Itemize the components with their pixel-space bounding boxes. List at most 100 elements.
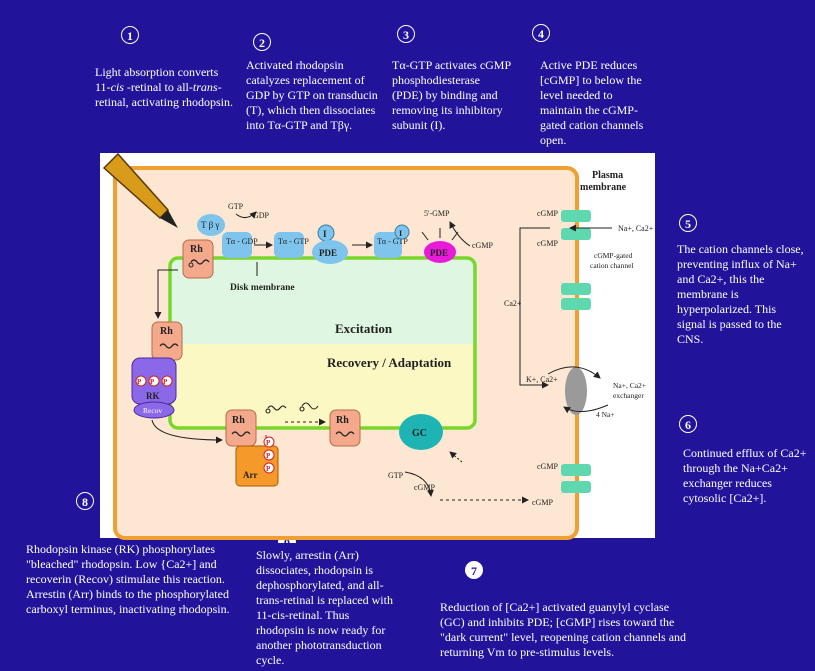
diagram-canvas	[100, 153, 655, 538]
na-ca-label-1: Na+, Ca2+	[618, 224, 654, 233]
step-1-caption: Light absorption converts 11-cis -retina…	[95, 65, 235, 110]
cgmp-channel-open-1	[561, 210, 591, 222]
cgmp-label-3: cGMP	[537, 239, 558, 248]
na-ca-label-2: Na+, Ca2+	[613, 381, 646, 390]
step-3-box	[380, 50, 515, 155]
cgmp-label-6: cGMP	[414, 483, 435, 492]
recov-label: Recov	[143, 406, 162, 415]
rh-recovered	[329, 409, 361, 447]
cgmp-gated-channel-label-2: cation channel	[590, 261, 634, 270]
gc-label: GC	[412, 428, 427, 439]
p-label-3: P	[163, 378, 168, 386]
pde-active	[424, 241, 456, 263]
t-beta-gamma-label: T β γ	[201, 220, 219, 230]
excitation-label: Excitation	[335, 321, 393, 336]
rh-label-3: Rh	[232, 415, 245, 426]
inhibitory-subunit-2	[394, 224, 410, 240]
step-6-caption: Continued efflux of Ca2+ through the Na+…	[683, 446, 807, 505]
exchanger-label: exchanger	[613, 391, 644, 400]
step-1-text-cis: cis	[110, 80, 124, 94]
step-number-3: 3	[397, 25, 415, 43]
cgmp-channel-reopened-1	[561, 464, 591, 476]
cgmp-label-2: cGMP	[537, 209, 558, 218]
rh-label-2: Rh	[160, 326, 173, 337]
p-label-4: P	[266, 439, 271, 447]
cgmp-channel-closed-2	[561, 298, 591, 310]
k-ca-label: K+, Ca2+	[526, 375, 558, 384]
t-alpha-gdp	[222, 232, 252, 258]
cgmp-label-5: cGMP	[532, 498, 553, 507]
inhibitory-subunit-1	[317, 224, 335, 242]
gdp-label-1: GDP	[253, 211, 270, 220]
disk-membrane-label: Disk membrane	[230, 283, 295, 293]
cgmp-label-1: cGMP	[472, 241, 493, 250]
step-number-4: 4	[532, 24, 550, 42]
rhodopsin-kinase	[131, 357, 177, 405]
step-number-2: 2	[253, 33, 271, 51]
cgmp-gated-channel-label-1: cGMP-gated	[594, 251, 633, 260]
five-gmp-label: 5'-GMP	[424, 209, 450, 218]
step-9-caption: Slowly, arrestin (Arr) dissociates, rhod…	[256, 548, 393, 667]
gtp-label-2: GTP	[388, 471, 404, 480]
four-na-label: 4 Na+	[596, 410, 615, 419]
rh-phosphorylated	[225, 409, 257, 447]
step-4-box	[528, 50, 658, 155]
p-label-6: P	[266, 465, 271, 473]
step-number-8: 8	[76, 492, 94, 510]
na-ca-exchanger	[565, 367, 587, 415]
pde-label-2: PDE	[430, 248, 448, 258]
t-alpha-gtp-label-2: Tα - GTP	[377, 237, 408, 246]
step-3-caption: Tα-GTP activates cGMP phosphodiesterase …	[392, 58, 511, 132]
step-1-text-a: Light absorption converts 11-	[95, 65, 219, 94]
cgmp-channel-reopened-2	[561, 481, 591, 493]
arr-phosphates	[263, 436, 275, 474]
cgmp-channel-open-2	[561, 228, 591, 240]
recoverin	[133, 401, 175, 419]
step-5-caption: The cation channels close, preventing in…	[677, 242, 804, 346]
t-alpha-gtp-label-1: Tα - GTP	[278, 237, 309, 246]
t-alpha-gtp-1	[274, 232, 304, 258]
gtp-label-1: GTP	[228, 202, 244, 211]
i-label-2: I	[399, 229, 402, 238]
disk-excitation-area	[170, 258, 475, 344]
step-2-caption: Activated rhodopsin catalyzes replacemen…	[246, 58, 378, 132]
p-label-2: P	[150, 378, 155, 386]
step-1-text-b: -retinal to all-	[123, 80, 193, 94]
p-label-5: P	[266, 452, 271, 460]
transducin-beta-gamma	[197, 214, 225, 236]
step-1-text-trans: trans	[192, 80, 218, 94]
plasma-membrane-label-2: membrane	[580, 182, 627, 193]
pde-label-1: PDE	[319, 248, 337, 258]
step-7-caption: Reduction of [Ca2+] activated guanylyl c…	[440, 600, 687, 659]
i-label-1: I	[323, 229, 327, 239]
rk-phosphates	[135, 375, 173, 387]
step-8-caption: Rhodopsin kinase (RK) phosphorylates "bl…	[26, 542, 230, 616]
guanylyl-cyclase	[399, 414, 443, 450]
step-number-7: 7	[465, 561, 483, 579]
t-alpha-gdp-label: Tα - GDP	[226, 237, 258, 246]
rh-active	[182, 239, 214, 279]
plasma-membrane-label-1: Plasma	[592, 170, 623, 181]
arr-label: Arr	[243, 470, 258, 480]
cgmp-label-4: cGMP	[537, 462, 558, 471]
disk-recovery-area	[170, 344, 475, 428]
rk-label: RK	[146, 391, 160, 401]
rh-label-1: Rh	[190, 244, 203, 255]
step-1-text-c: -retinal, activating rhodopsin.	[95, 80, 233, 109]
t-alpha-gtp-2	[374, 232, 402, 258]
step-9-box	[246, 543, 401, 671]
cgmp-channel-closed-1	[561, 283, 591, 295]
step-number-5: 5	[679, 214, 697, 232]
light-pencil-icon	[102, 152, 178, 228]
arrestin	[235, 445, 279, 487]
rh-label-4: Rh	[336, 415, 349, 426]
step-4-caption: Active PDE reduces [cGMP] to below the l…	[540, 58, 644, 147]
pde-inactive	[312, 240, 348, 264]
disk-membrane	[168, 256, 477, 430]
ca2-label: Ca2+	[504, 299, 522, 308]
step-number-1: 1	[121, 26, 139, 44]
step-number-6: 6	[679, 415, 697, 433]
recovery-label: Recovery / Adaptation	[327, 355, 452, 370]
rod-cell	[113, 166, 579, 540]
rh-bleached	[151, 321, 183, 361]
